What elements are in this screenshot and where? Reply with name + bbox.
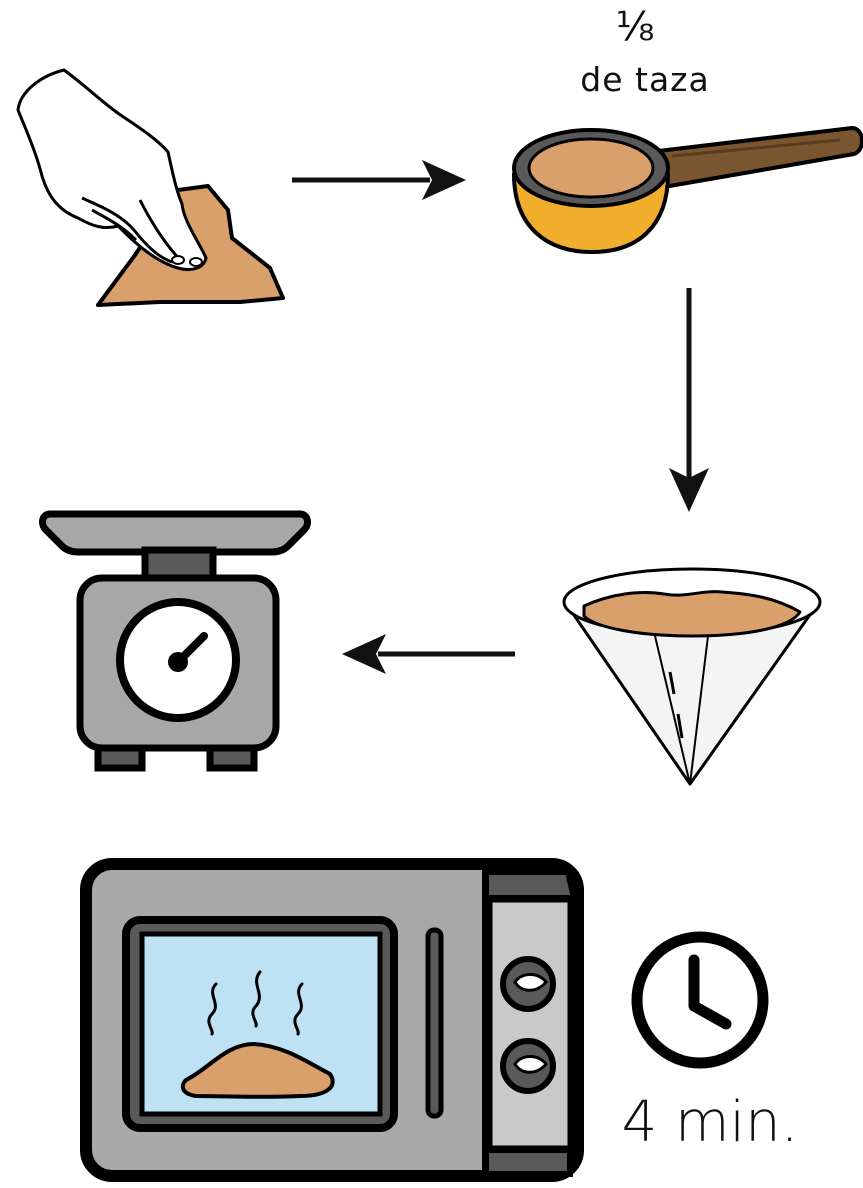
microwave-icon	[86, 864, 578, 1176]
time-label: 4 min.	[600, 1088, 820, 1158]
arrow-left	[342, 634, 515, 674]
arrow-down	[669, 288, 709, 512]
hand-touching-dough-icon	[18, 70, 283, 305]
measure-unit-label: de taza	[560, 58, 730, 102]
arrow-right-1	[292, 160, 466, 200]
measure-fraction-label: ⅛	[560, 2, 710, 52]
measuring-cup-icon	[514, 128, 862, 252]
coffee-filter-cone-icon	[564, 569, 820, 784]
clock-icon	[637, 937, 763, 1063]
kitchen-scale-icon	[43, 514, 308, 768]
